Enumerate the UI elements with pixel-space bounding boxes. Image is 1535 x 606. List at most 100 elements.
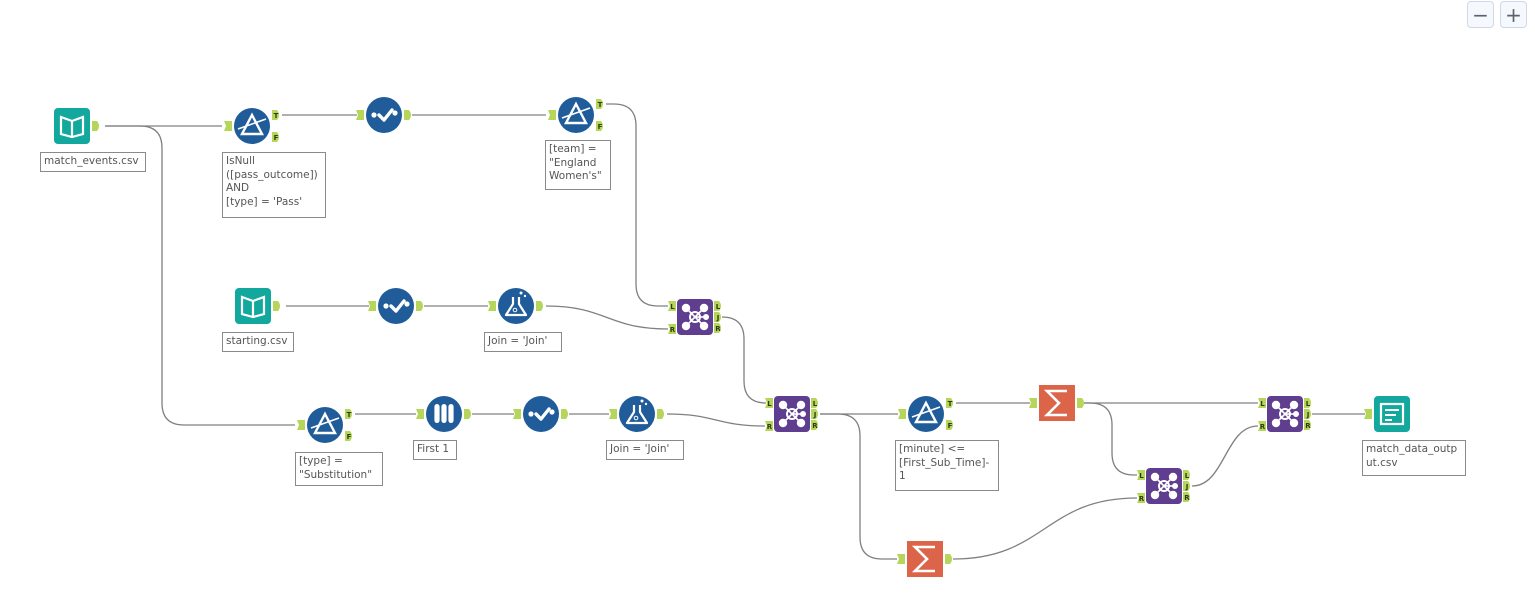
wire-join2-summarize2[interactable] [820,413,897,560]
tool-summarize-summarize2[interactable] [907,541,943,577]
anchor-label: R [1260,423,1266,431]
tool-input-data-input2[interactable] [235,288,271,324]
anchor-out[interactable] [464,409,471,419]
anchor-out[interactable] [561,409,568,419]
join-network-icon [1267,396,1303,432]
anchor-in-left[interactable]: L [765,398,773,408]
anchor-out-true[interactable]: T [596,99,603,109]
wire-filter2-join1[interactable] [606,103,668,307]
anchor-out-true[interactable]: T [345,409,352,419]
tool-filter-filter2[interactable] [558,97,594,133]
anchor-in[interactable] [297,420,305,430]
anchor-out[interactable] [273,301,280,311]
anchor-out[interactable] [657,409,664,419]
anchor-out-true[interactable]: T [272,110,279,120]
wire-input1-filter3[interactable] [105,125,295,426]
anchor-in[interactable] [513,409,521,419]
wire-summarize1-join3[interactable] [1084,402,1137,476]
anchor-label: F [948,422,953,430]
tool-join-join3[interactable] [1146,468,1182,504]
tool-formula-formula2[interactable] [619,396,655,432]
anchor-out-left[interactable]: L [1304,398,1311,408]
wire-join3-join4[interactable] [1191,425,1259,487]
anchor-in-right[interactable]: R [1258,421,1266,431]
tool-filter-filter4[interactable] [908,396,944,432]
anchor-out-left[interactable]: L [1183,470,1190,480]
anchor-label: F [274,134,279,142]
tool-formula-formula1[interactable] [498,288,534,324]
anchor-out-true[interactable]: T [946,398,953,408]
anchor-out-right[interactable]: R [714,323,721,333]
anchor-in[interactable] [1364,409,1372,419]
tool-filter-filter1[interactable] [234,108,270,144]
anchor-out-join[interactable]: J [1304,409,1311,419]
anchor-in[interactable] [368,301,376,311]
anchor-out-left[interactable]: L [714,301,721,311]
anchor-in-left[interactable]: L [668,301,676,311]
anchor-out-join[interactable]: J [811,409,818,419]
anchor-out-false[interactable]: F [272,132,279,142]
anchor-out-right[interactable]: R [1304,420,1311,430]
anchor-out[interactable] [536,301,543,311]
wire-summarize2-join3[interactable] [952,497,1138,560]
anchor-in[interactable] [609,409,617,419]
anchor-out-join[interactable]: J [1183,481,1190,491]
checkmark-icon [366,97,402,133]
anchor-in[interactable] [356,110,364,120]
wire-formula1-join1[interactable] [545,305,669,330]
anchor-label: L [767,400,772,408]
anchor-in[interactable] [1029,398,1037,408]
tool-select-select3[interactable] [523,396,559,432]
anchor-out-right[interactable]: R [811,420,818,430]
wire-join1-join2[interactable] [721,316,767,404]
anchor-out[interactable] [404,110,411,120]
anchor-out-false[interactable]: F [946,420,953,430]
anchor-in-right[interactable]: R [765,421,773,431]
filter-prism-icon [558,97,594,133]
tool-select-select1[interactable] [366,97,402,133]
anchor-out[interactable] [92,121,99,131]
anchor-in[interactable] [416,409,424,419]
tool-input-data-input1[interactable] [54,108,90,144]
anchor-label: T [347,411,352,419]
anchor-label: L [670,303,675,311]
anchor-out-right[interactable]: R [1183,492,1190,502]
anchor-in[interactable] [488,301,496,311]
anchor-in-right[interactable]: R [668,324,676,334]
anchor-out-false[interactable]: F [596,121,603,131]
tool-annotation: match_data_output.csv [1362,440,1466,476]
anchor-in-left[interactable]: L [1137,470,1145,480]
tool-filter-filter3[interactable] [307,407,343,443]
zoom-out-button[interactable]: − [1467,1,1494,28]
anchor-in[interactable] [898,409,906,419]
tool-join-join2[interactable] [774,396,810,432]
tool-join-join4[interactable] [1267,396,1303,432]
anchor-out[interactable] [416,301,423,311]
output-doc-icon [1374,396,1410,432]
tool-annotation: Join = 'Join' [606,440,684,460]
anchor-in[interactable] [224,121,232,131]
tool-summarize-summarize1[interactable] [1039,385,1075,421]
anchor-in[interactable] [548,110,556,120]
join-network-icon [1146,468,1182,504]
anchor-in-left[interactable]: L [1258,398,1266,408]
anchor-out-false[interactable]: F [345,431,352,441]
anchor-in[interactable] [897,554,905,564]
anchor-out[interactable] [945,554,952,564]
book-icon [54,108,90,144]
zoom-in-button[interactable]: + [1500,1,1527,28]
anchor-out-left[interactable]: L [811,398,818,408]
anchor-out[interactable] [1077,398,1084,408]
anchor-in-right[interactable]: R [1137,493,1145,503]
tool-select-select2[interactable] [378,288,414,324]
anchor-out-join[interactable]: J [714,312,721,322]
tool-sample-sample1[interactable] [426,396,462,432]
wire-formula2-join2[interactable] [666,413,766,427]
tool-annotation: IsNull ([pass_outcome]) AND [type] = 'Pa… [222,152,326,218]
tool-output-data-output1[interactable] [1374,396,1410,432]
sigma-icon [907,541,943,577]
flask-icon [619,396,655,432]
anchor-label: T [948,400,953,408]
tool-join-join1[interactable] [677,299,713,335]
